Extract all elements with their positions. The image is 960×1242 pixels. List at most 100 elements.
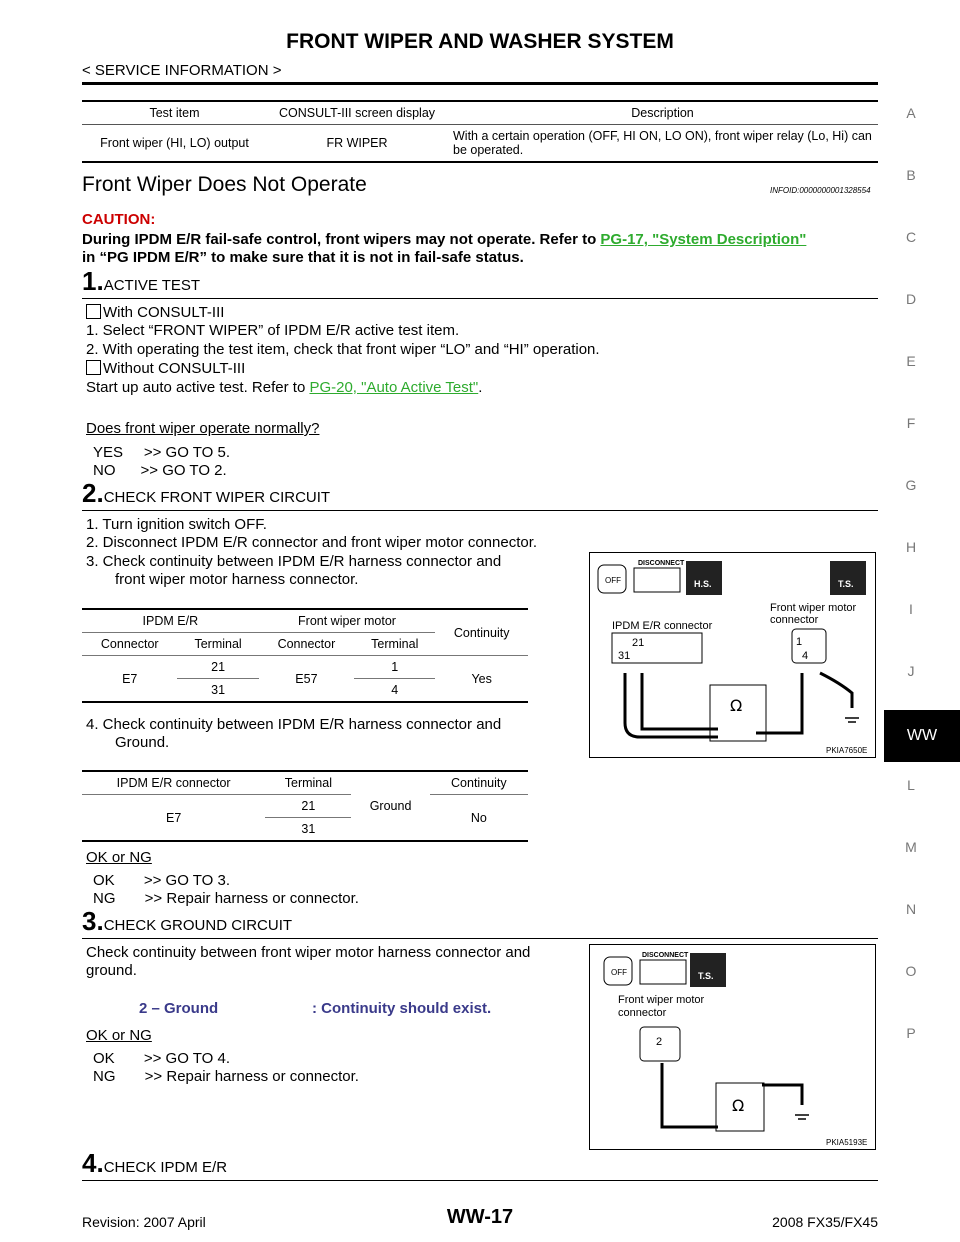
step-number: 3. xyxy=(82,906,104,936)
side-index-letter[interactable]: F xyxy=(906,415,916,431)
consult-icon xyxy=(86,304,101,319)
side-index-letter[interactable]: P xyxy=(906,1025,916,1041)
step-item: 4. Check continuity between IPDM E/R har… xyxy=(86,716,502,733)
multimeter-icon xyxy=(715,1082,765,1132)
motor-label-2: connector xyxy=(618,1007,667,1019)
side-index-letter[interactable]: C xyxy=(905,229,917,245)
figure-code: PKIA5193E xyxy=(826,1138,867,1147)
pin-2: 2 xyxy=(656,1036,662,1048)
side-index-letter[interactable]: L xyxy=(907,777,915,793)
hs-label: H.S. xyxy=(694,579,712,589)
pin-21: 21 xyxy=(632,637,644,649)
disconnect-label: DISCONNECT xyxy=(642,952,689,959)
side-index-letter[interactable]: A xyxy=(906,105,916,121)
ignition-off-icon xyxy=(597,564,627,594)
hs-icon xyxy=(686,561,722,595)
table-header: Continuity xyxy=(435,609,528,656)
step-rule xyxy=(82,938,878,939)
pin-4: 4 xyxy=(802,650,808,662)
table-header: Continuity xyxy=(429,771,528,795)
page-title: FRONT WIPER AND WASHER SYSTEM xyxy=(286,30,674,53)
continuity-table: IPDM E/R Front wiper motor Continuity Co… xyxy=(82,608,528,703)
table-header: Terminal xyxy=(354,632,436,656)
page-subtitle: < SERVICE INFORMATION > xyxy=(82,62,282,79)
table-header: Connector xyxy=(82,632,178,656)
ohm-symbol: Ω xyxy=(730,696,742,715)
side-index-letter[interactable]: H xyxy=(905,539,917,555)
step-2-heading: 2.CHECK FRONT WIPER CIRCUIT xyxy=(82,478,330,509)
table-header: CONSULT-III screen display xyxy=(267,101,447,125)
side-index-letter[interactable]: M xyxy=(905,839,917,855)
disconnect-label: DISCONNECT xyxy=(638,560,685,567)
figure-code: PKIA7650E xyxy=(826,746,867,755)
probe-wire xyxy=(640,673,718,731)
step-4-heading: 4.CHECK IPDM E/R xyxy=(82,1148,227,1179)
table-header: IPDM E/R xyxy=(82,609,259,633)
step-title: CHECK IPDM E/R xyxy=(103,1159,228,1176)
auto-end: . xyxy=(478,379,483,396)
info-id: INFOID:0000000001328554 xyxy=(770,186,871,195)
step-title: CHECK FRONT WIPER CIRCUIT xyxy=(103,489,331,506)
probe-wire xyxy=(756,673,804,735)
footer-revision: Revision: 2007 April xyxy=(82,1214,206,1230)
caution-link[interactable]: PG-17, "System Description" xyxy=(600,231,807,248)
table-cell: 31 xyxy=(177,678,259,703)
active-section-tab[interactable]: WW xyxy=(884,710,960,762)
step-item: front wiper motor harness connector. xyxy=(115,571,359,588)
without-consult-label: Without CONSULT-III xyxy=(103,360,246,377)
table-cell: 4 xyxy=(354,678,436,703)
table-header: Test item xyxy=(82,101,267,125)
step-number: 1. xyxy=(82,266,104,296)
circuit-diagram-1: OFF DISCONNECT H.S. T.S. IPDM E/R connec… xyxy=(589,552,876,758)
answer-ng: NG >> Repair harness or connector. xyxy=(93,1068,359,1085)
side-index-letter[interactable]: D xyxy=(905,291,917,307)
auto-text: Start up auto active test. Refer to xyxy=(86,379,310,396)
side-index-letter[interactable]: O xyxy=(905,963,917,979)
consult-table: Test item CONSULT-III screen display Des… xyxy=(82,100,878,163)
step-title: CHECK GROUND CIRCUIT xyxy=(103,917,293,934)
motor-connector-icon xyxy=(791,628,827,664)
probe-wire xyxy=(623,673,718,739)
ts-icon xyxy=(690,953,726,987)
auto-active-link[interactable]: PG-20, "Auto Active Test" xyxy=(309,379,479,396)
motor-label-2: connector xyxy=(770,614,819,626)
step-rule xyxy=(82,510,878,511)
ohm-symbol: Ω xyxy=(732,1096,744,1115)
motor-label-1: Front wiper motor xyxy=(770,602,857,614)
side-index-letter[interactable]: N xyxy=(905,901,917,917)
answer-yes: YES >> GO TO 5. xyxy=(93,444,231,461)
probe-wire xyxy=(819,671,854,708)
step-number: 2. xyxy=(82,478,104,508)
table-cell: No xyxy=(429,794,528,842)
side-index-letter[interactable]: B xyxy=(906,167,916,183)
step-item: Ground. xyxy=(115,734,170,751)
table-cell: 1 xyxy=(354,655,436,679)
table-cell: With a certain operation (OFF, HI ON, LO… xyxy=(453,129,872,157)
table-header: Description xyxy=(447,101,878,125)
off-label: OFF xyxy=(605,576,621,585)
table-cell: Yes xyxy=(435,655,528,703)
step-item: 2. With operating the test item, check t… xyxy=(86,341,600,358)
side-index-letter[interactable]: G xyxy=(905,477,917,493)
table-header: Front wiper motor xyxy=(258,609,436,633)
with-consult-label: With CONSULT-III xyxy=(103,304,225,321)
step-rule xyxy=(82,1180,878,1181)
footer-model: 2008 FX35/FX45 xyxy=(772,1214,878,1230)
table-cell: 31 xyxy=(265,817,352,842)
pin-31: 31 xyxy=(618,650,630,662)
side-index-letter[interactable]: E xyxy=(906,353,916,369)
probe-wire xyxy=(762,1083,804,1105)
spec-left: 2 – Ground xyxy=(139,1000,219,1017)
table-header: Terminal xyxy=(265,771,352,795)
ground-table: IPDM E/R connector Terminal Ground Conti… xyxy=(82,770,528,842)
ipdm-connector-icon xyxy=(611,632,703,664)
table-cell: FR WIPER xyxy=(326,136,388,150)
no-consult-icon xyxy=(86,360,101,375)
side-index-letter[interactable]: I xyxy=(909,601,913,617)
table-cell: E7 xyxy=(82,794,266,842)
ignition-off-icon xyxy=(603,956,633,986)
ts-label: T.S. xyxy=(838,579,854,589)
side-index-letter[interactable]: J xyxy=(907,663,915,679)
answer-no: NO >> GO TO 2. xyxy=(93,462,227,479)
probe-wire xyxy=(660,1063,718,1129)
